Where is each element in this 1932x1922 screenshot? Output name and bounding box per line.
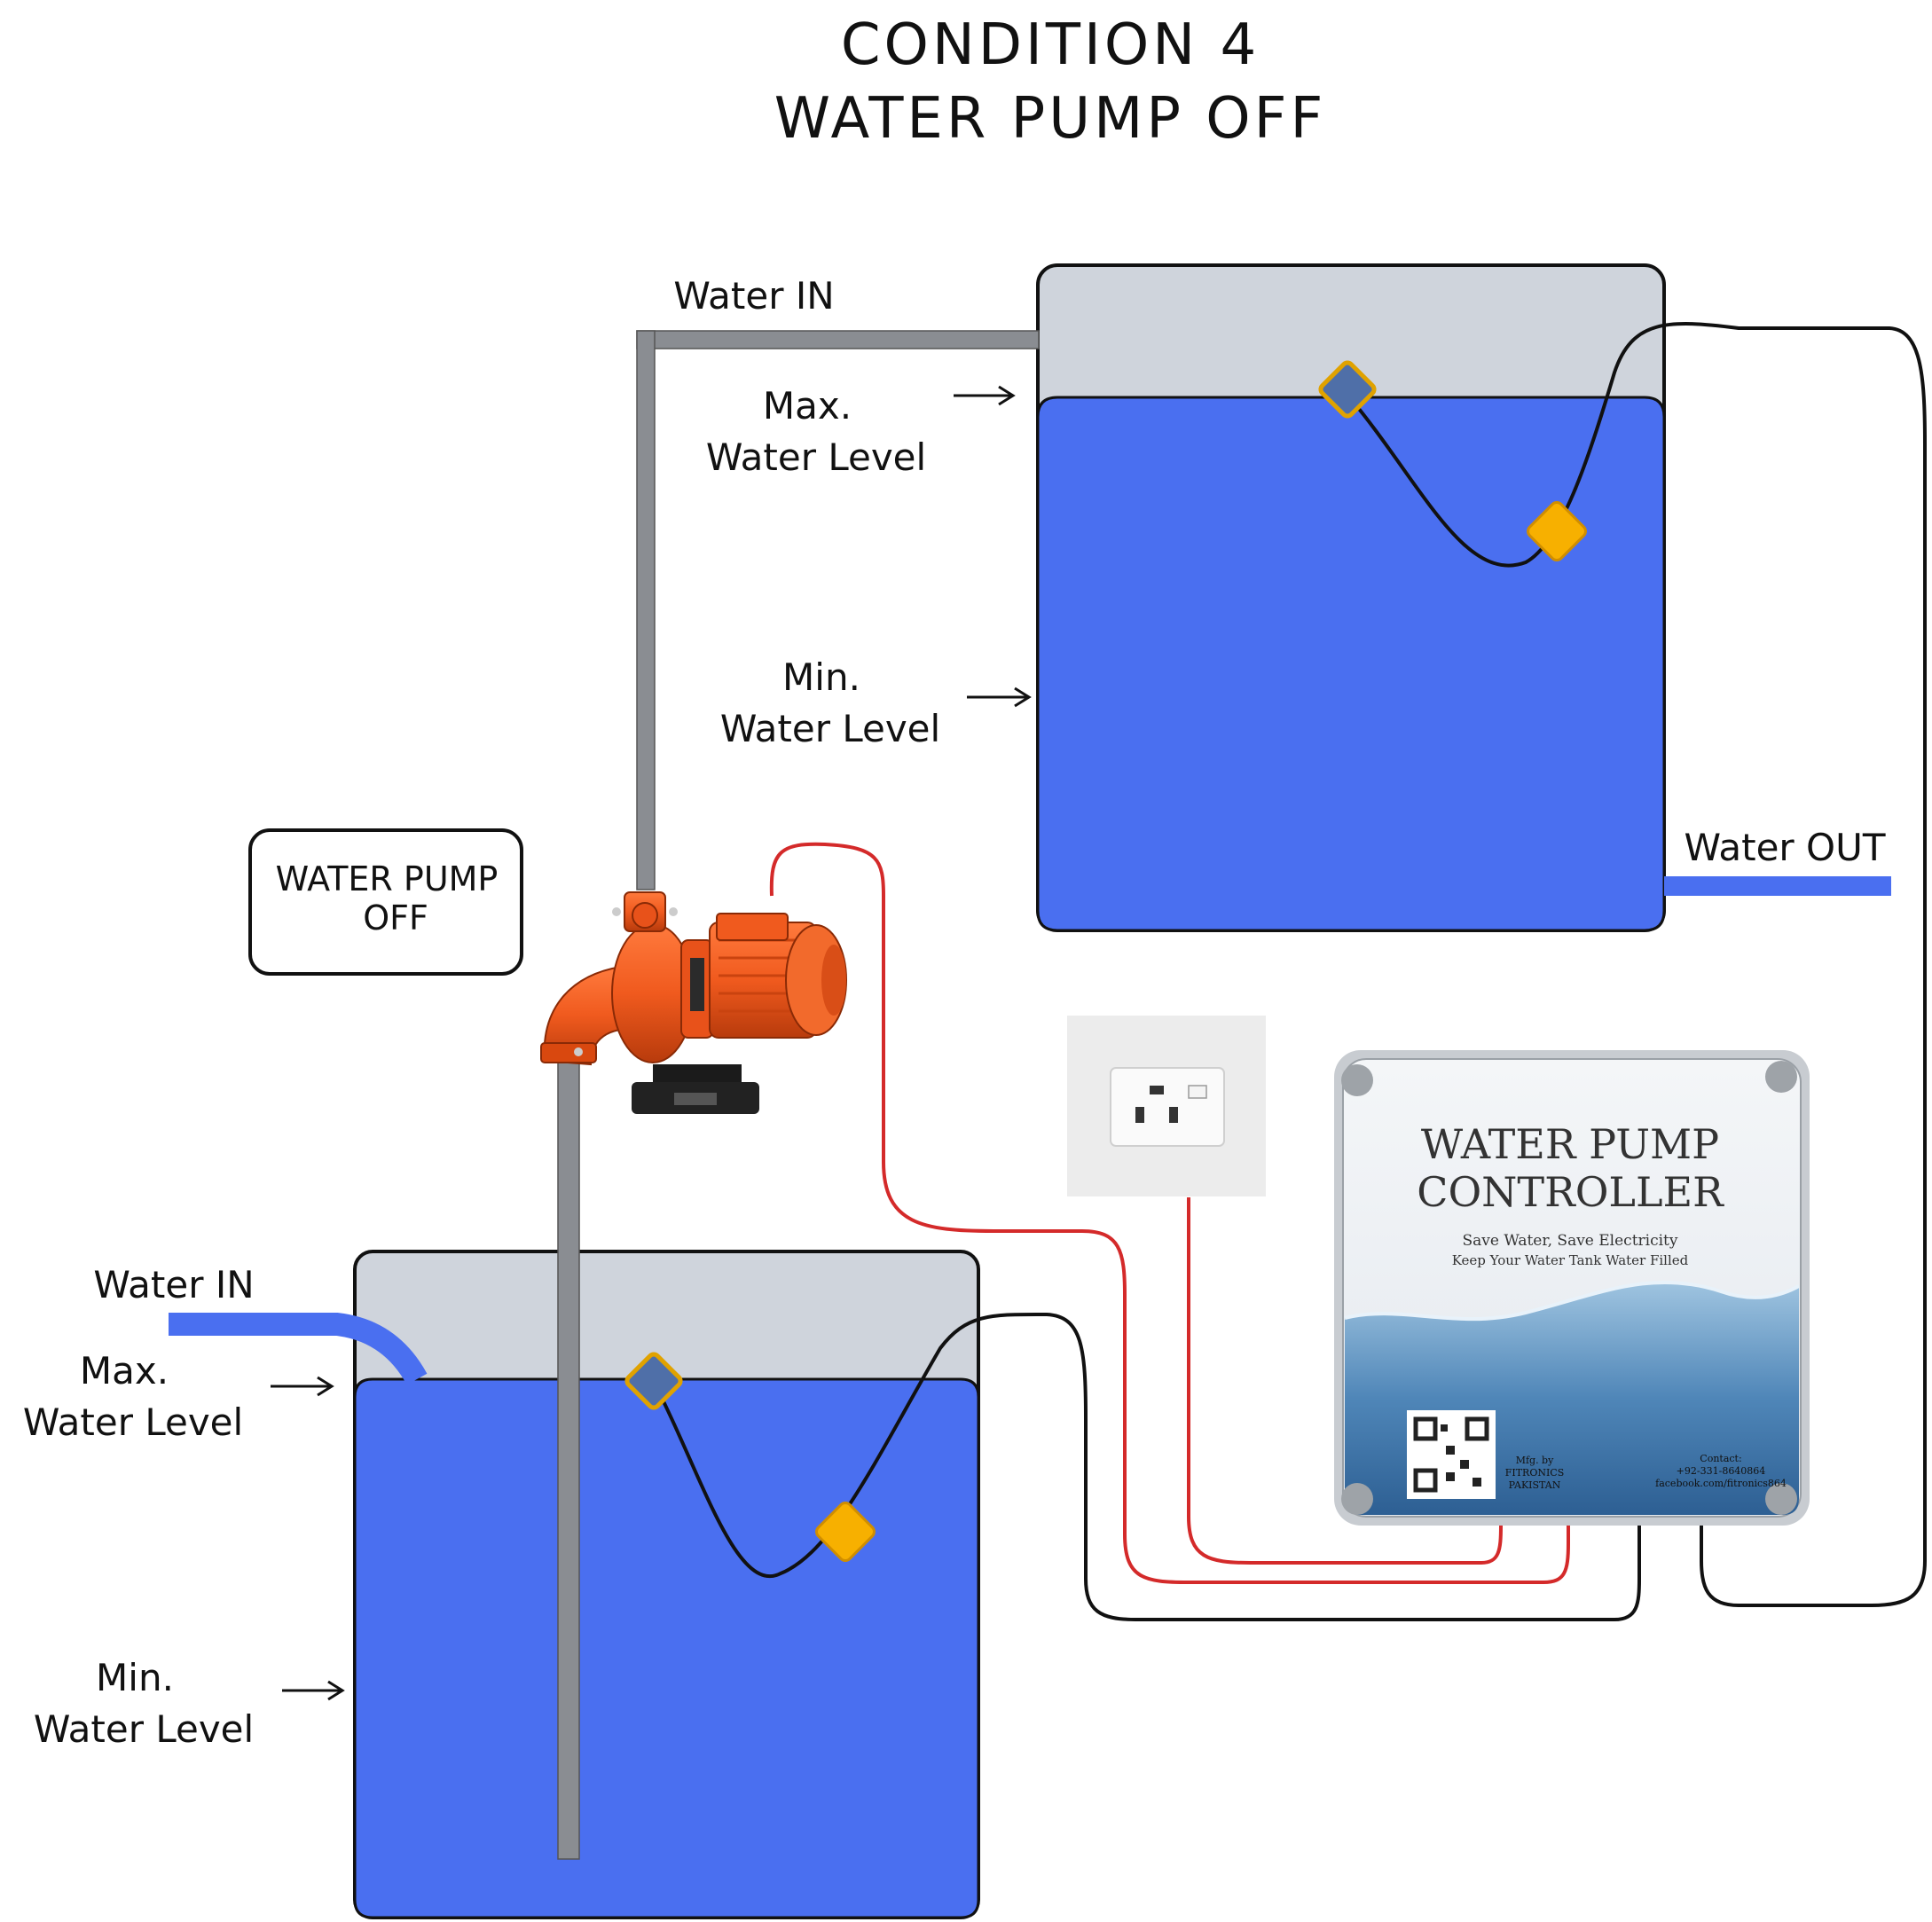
controller-tagline-2: Keep Your Water Tank Water Filled	[1452, 1252, 1689, 1268]
upper-tank-water	[1036, 396, 1666, 932]
title-line-1: CONDITION 4	[841, 12, 1260, 78]
status-line-2: OFF	[363, 898, 428, 937]
upper-water-out-label: Water OUT	[1685, 826, 1886, 869]
lower-float-max-icon	[624, 1352, 683, 1410]
controller-title-2: CONTROLLER	[1417, 1168, 1724, 1216]
pump-power-wire	[769, 842, 1570, 1584]
pump-status-box	[248, 828, 523, 976]
upper-min-label-1: Min.	[782, 655, 860, 699]
title-line-2: WATER PUMP OFF	[774, 86, 1327, 152]
upper-inlet-pipe-vertical	[636, 330, 656, 890]
controller-unit	[1334, 1050, 1810, 1526]
status-line-1: WATER PUMP	[276, 859, 499, 898]
controller-contact-1: Contact:	[1700, 1453, 1741, 1464]
upper-max-arrow	[954, 385, 1016, 406]
controller-title-1: WATER PUMP	[1421, 1120, 1719, 1168]
lower-tank-water	[353, 1377, 980, 1919]
controller-contact-2: +92-331-8640864	[1677, 1465, 1766, 1477]
upper-max-label-2: Water Level	[706, 435, 926, 479]
mains-power-wire	[1187, 1197, 1503, 1565]
controller-mfg-2: FITRONICS	[1505, 1467, 1565, 1479]
upper-inlet-pipe-horizontal	[636, 330, 1040, 349]
qr-code-icon	[1407, 1410, 1496, 1499]
lower-tank	[353, 1250, 980, 1919]
lower-min-label-2: Water Level	[34, 1707, 254, 1751]
lower-max-label-1: Max.	[80, 1349, 169, 1392]
wall-socket-icon	[1067, 1016, 1266, 1196]
controller-mfg-1: Mfg. by	[1516, 1455, 1554, 1466]
upper-max-label-1: Max.	[763, 384, 852, 428]
lower-water-in-label: Water IN	[93, 1263, 254, 1306]
lower-inlet-pipe	[169, 1313, 428, 1385]
upper-float-wire	[1345, 322, 1927, 1607]
lower-max-arrow	[271, 1376, 334, 1397]
upper-float-max-icon	[1318, 360, 1377, 419]
upper-water-out-pipe	[1664, 876, 1891, 896]
upper-min-label-2: Water Level	[720, 707, 940, 750]
upper-min-arrow	[967, 686, 1032, 708]
lower-max-label-2: Water Level	[23, 1400, 243, 1444]
upper-water-in-label: Water IN	[673, 274, 834, 318]
controller-mfg-3: PAKISTAN	[1509, 1479, 1561, 1491]
lower-float-min-icon	[815, 1502, 876, 1562]
upper-tank	[1036, 263, 1666, 932]
water-pump-icon	[540, 891, 847, 1114]
lower-min-arrow	[282, 1680, 345, 1701]
controller-tagline-1: Save Water, Save Electricity	[1462, 1232, 1677, 1250]
lower-min-label-1: Min.	[96, 1656, 174, 1699]
controller-contact-3: facebook.com/fitronics864	[1655, 1478, 1787, 1489]
suction-pipe	[557, 1060, 580, 1860]
lower-float-wire	[653, 1312, 1641, 1621]
upper-float-min-icon	[1527, 501, 1587, 561]
